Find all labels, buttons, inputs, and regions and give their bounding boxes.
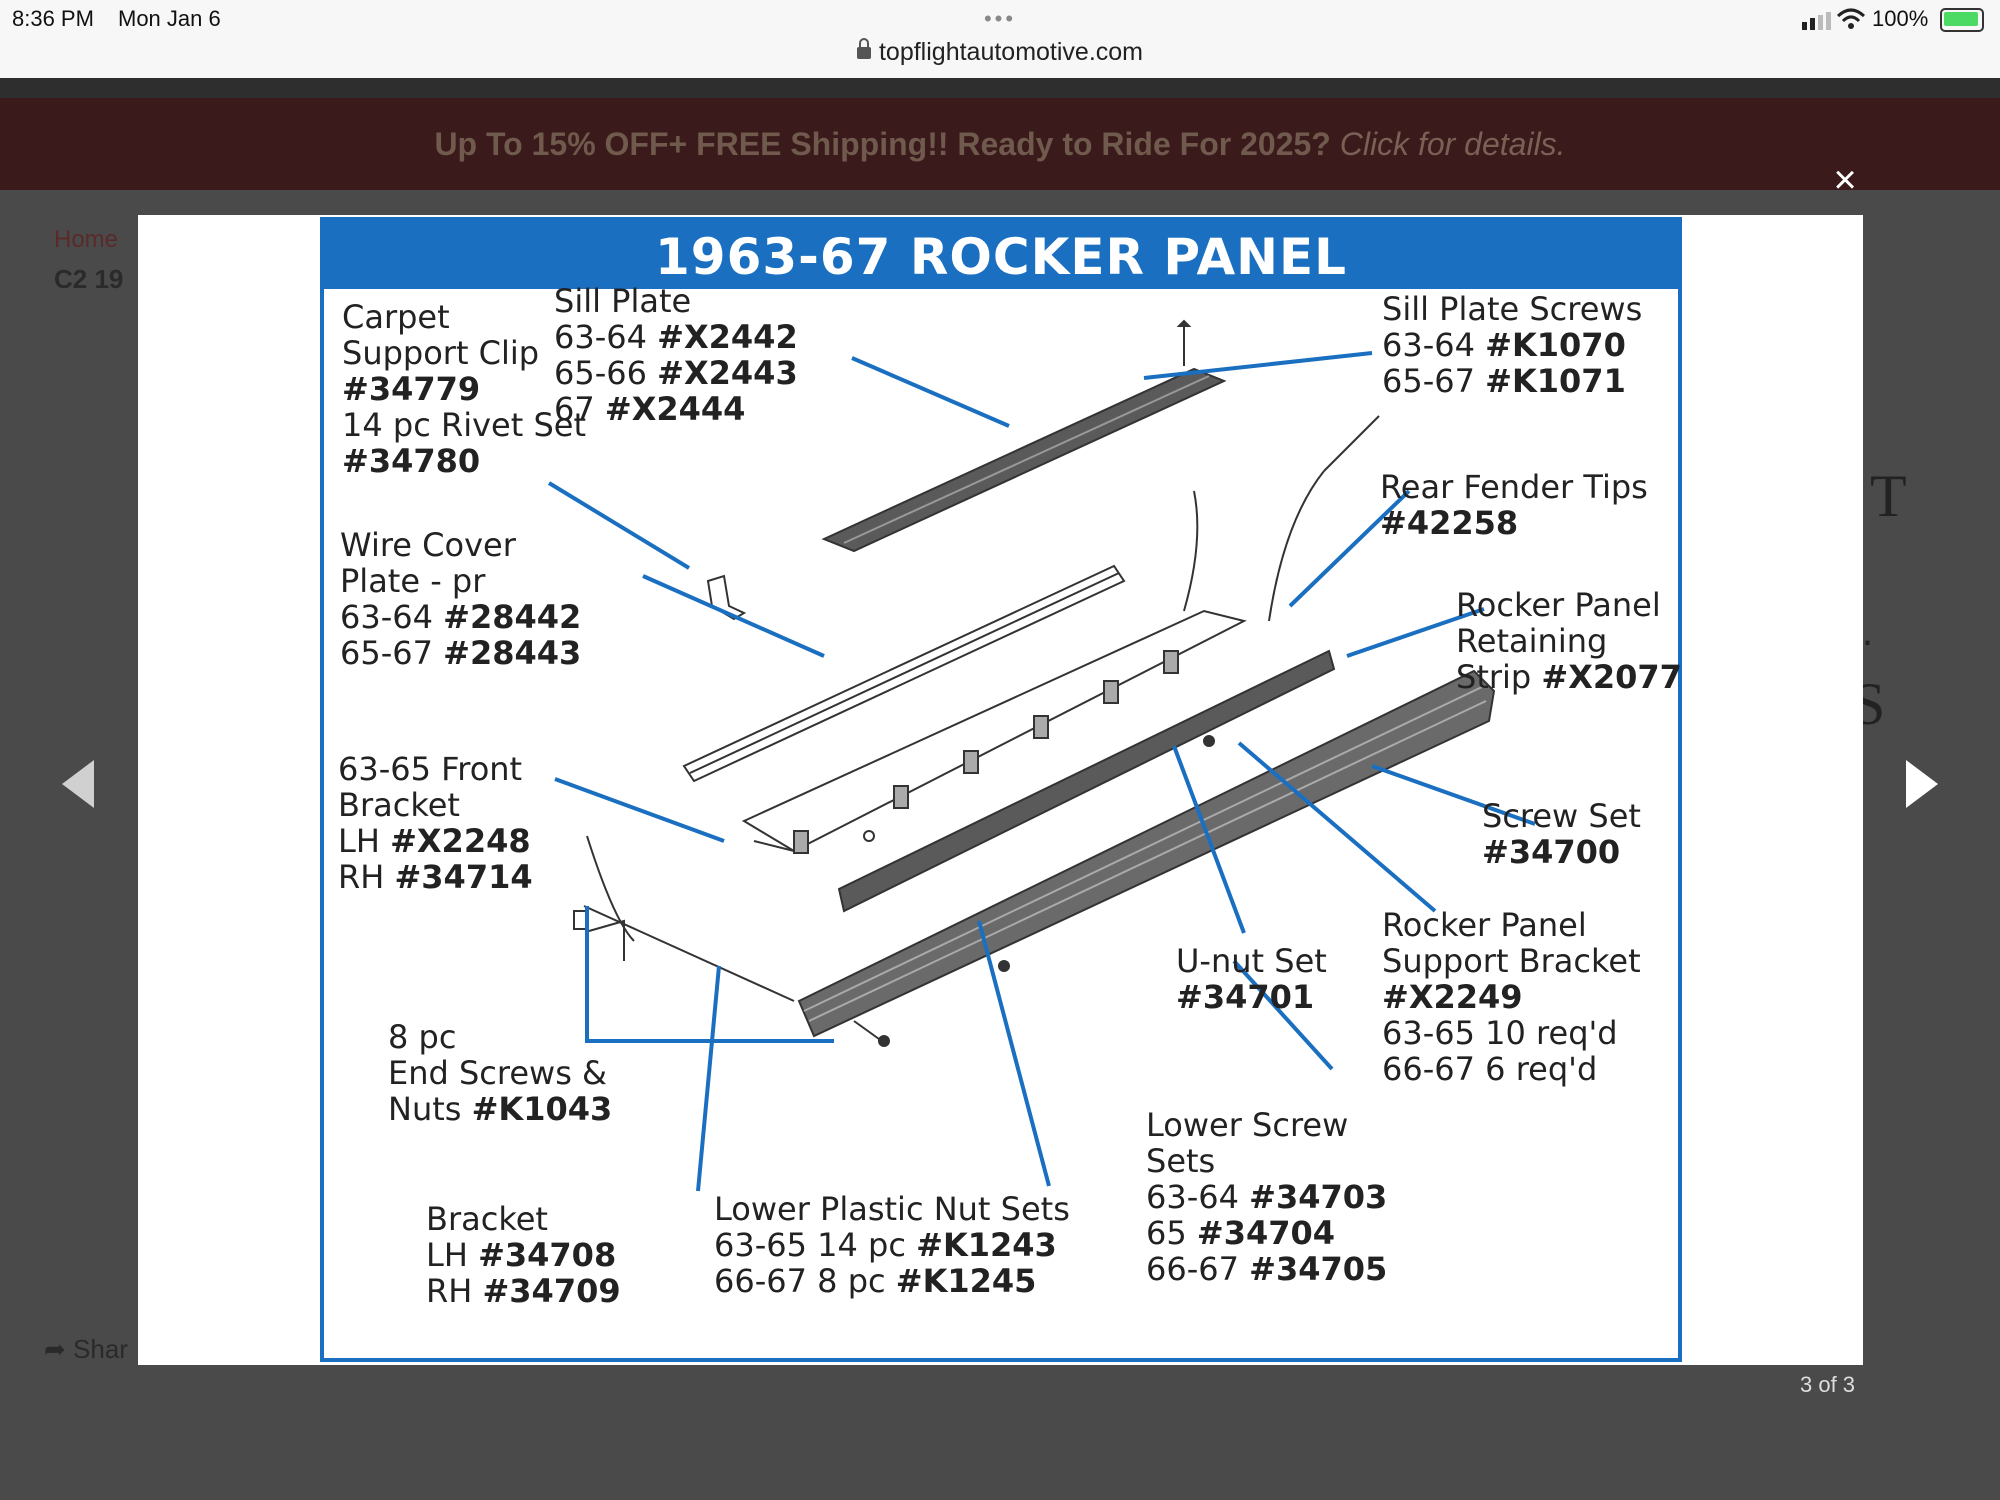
label-front-bracket: 63-65 Front Bracket LH #X2248 RH #34714	[338, 750, 533, 896]
promo-text: Up To 15% OFF+ FREE Shipping!! Ready to …	[434, 126, 1331, 162]
label-support-bracket: Rocker Panel Support Bracket #X2249 63-6…	[1382, 906, 1641, 1088]
battery-percent: 100%	[1872, 6, 1929, 31]
label-retaining-strip: Rocker Panel Retaining Strip #X2077	[1456, 586, 1682, 696]
label-carpet-support-clip: Carpet Support Clip #34779 14 pc Rivet S…	[342, 298, 586, 480]
date: Mon Jan 6	[118, 6, 221, 31]
lock-icon	[856, 38, 871, 59]
diagram-title: 1963-67 ROCKER PANEL	[324, 221, 1678, 289]
label-wire-cover-plate: Wire Cover Plate - pr 63-64 #28442 65-67…	[340, 526, 582, 672]
label-rear-fender-tips: Rear Fender Tips #42258	[1380, 468, 1648, 542]
callout-leader-lines	[547, 351, 1536, 1192]
promo-banner[interactable]: Up To 15% OFF+ FREE Shipping!! Ready to …	[0, 98, 2000, 190]
label-bracket: Bracket LH #34708 RH #34709	[426, 1200, 621, 1310]
label-unut-set: U-nut Set #34701	[1176, 942, 1327, 1016]
lightbox-image: 1963-67 ROCKER PANEL	[138, 215, 1863, 1365]
label-lower-screw-sets: Lower Screw Sets 63-64 #34703 65 #34704 …	[1146, 1106, 1388, 1288]
close-lightbox-button[interactable]: ×	[1833, 158, 1857, 202]
rocker-panel-diagram: 1963-67 ROCKER PANEL	[320, 217, 1682, 1362]
previous-image-arrow-icon[interactable]	[62, 760, 94, 808]
label-sill-plate: Sill Plate 63-64 #X2442 65-66 #X2443 67 …	[554, 282, 798, 428]
url-text: topflightautomotive.com	[878, 38, 1144, 66]
next-image-arrow-icon[interactable]	[1906, 760, 1938, 808]
label-lower-plastic-nut-sets: Lower Plastic Nut Sets 63-65 14 pc #K124…	[714, 1190, 1070, 1300]
product-title-partial: C2 19	[54, 264, 124, 294]
breadcrumb-home[interactable]: Home	[54, 226, 119, 253]
label-sill-plate-screws: Sill Plate Screws 63-64 #K1070 65-67 #K1…	[1382, 290, 1643, 400]
label-screw-set: Screw Set #34700	[1482, 797, 1641, 871]
ios-status-bar: 8:36 PM Mon Jan 6 ••• topflightautomotiv…	[0, 0, 2000, 79]
background-dot: .	[1862, 610, 1874, 654]
promo-details-link[interactable]: Click for details.	[1339, 126, 1566, 162]
signal-icon	[1802, 12, 1831, 30]
image-counter: 3 of 3	[1800, 1372, 1856, 1397]
label-end-screws: 8 pc End Screws & Nuts #K1043	[388, 1018, 613, 1128]
background-letter: T	[1870, 463, 1907, 529]
share-icon: ➦	[44, 1334, 66, 1364]
clock: 8:36 PM	[12, 6, 94, 31]
parts-drawing	[573, 319, 1496, 1047]
parts-illustration	[547, 319, 1536, 1192]
battery-icon	[1940, 8, 1984, 32]
more-dots-icon[interactable]: •••	[983, 6, 1017, 31]
wifi-icon	[1836, 8, 1866, 29]
share-link[interactable]: ➦ Shar	[44, 1334, 128, 1365]
share-label: Shar	[73, 1334, 128, 1364]
address-bar[interactable]: topflightautomotive.com	[0, 38, 2000, 67]
site-top-bar	[0, 78, 2000, 98]
